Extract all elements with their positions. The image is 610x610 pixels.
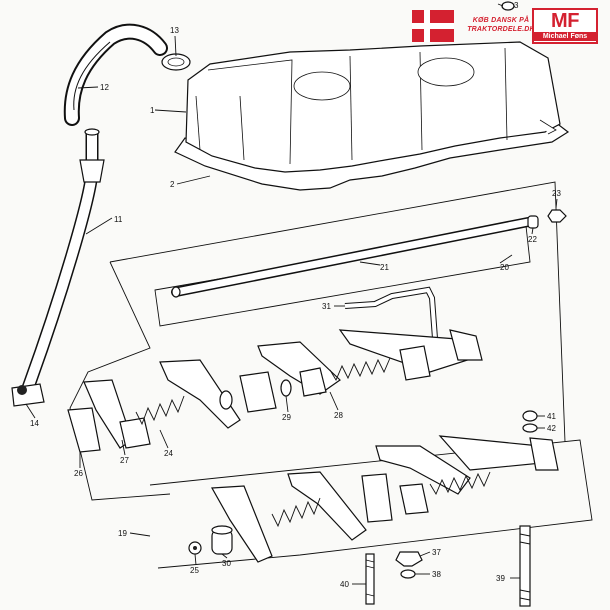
callout-labels: 1 2 3 11 12 13 14 19 20 21 22 23 24 25 2… [30,1,561,589]
shaft-nut [547,209,567,223]
lower-spring-a [429,471,491,495]
long-stud [519,525,531,607]
callout-30: 30 [222,559,231,568]
upper-rocker-row [67,329,483,453]
callout-19: 19 [118,529,127,538]
washer [188,541,202,555]
short-stud [365,553,375,605]
breather-hose [63,23,168,126]
logo-mark: MF [551,10,579,32]
upper-spring-a [329,357,391,381]
callout-14: 14 [30,419,39,428]
leader-lines [25,3,558,585]
logo-name: Michael Føns [534,32,596,41]
danish-flag-icon [412,10,454,42]
callout-38: 38 [432,570,441,579]
assembly-outline [69,181,593,569]
callout-27: 27 [120,456,129,465]
callout-1: 1 [150,106,155,115]
spacer-tube [211,525,233,555]
callout-39: 39 [496,574,505,583]
callout-25: 25 [190,566,199,575]
callout-31: 31 [322,302,331,311]
callout-20: 20 [500,263,509,272]
lower-spring-b [271,497,321,528]
shop-tagline: KØB DANSK PÅ TRAKTORDELE.DK [467,17,535,33]
callout-3: 3 [514,1,519,10]
callout-24: 24 [164,449,173,458]
lower-rocker-row [188,435,559,563]
hose-clip [161,53,191,71]
callout-28: 28 [334,411,343,420]
pipe-clip [11,383,45,407]
upper-spring-b [135,395,185,426]
callout-12: 12 [100,83,109,92]
oil-pipe [344,286,439,353]
breather-pipe [21,128,105,391]
callout-21: 21 [380,263,389,272]
callout-29: 29 [282,413,291,422]
callout-2: 2 [170,180,175,189]
callout-26: 26 [74,469,83,478]
sealing-washer [400,569,416,579]
callout-23: 23 [552,189,561,198]
callout-11: 11 [114,215,123,224]
shaft-plug [527,215,539,229]
shop-banner: KØB DANSK PÅ TRAKTORDELE.DK MF Michael F… [406,8,602,46]
rocker-shaft [171,217,533,298]
callout-22: 22 [528,235,537,244]
callout-13: 13 [170,26,179,35]
callout-40: 40 [340,580,349,589]
acorn-nut [395,551,423,567]
callout-37: 37 [432,548,441,557]
callout-41: 41 [547,412,556,421]
rocker-cover [174,41,570,191]
shop-logo: MF Michael Føns [532,8,598,44]
callout-42: 42 [547,424,556,433]
